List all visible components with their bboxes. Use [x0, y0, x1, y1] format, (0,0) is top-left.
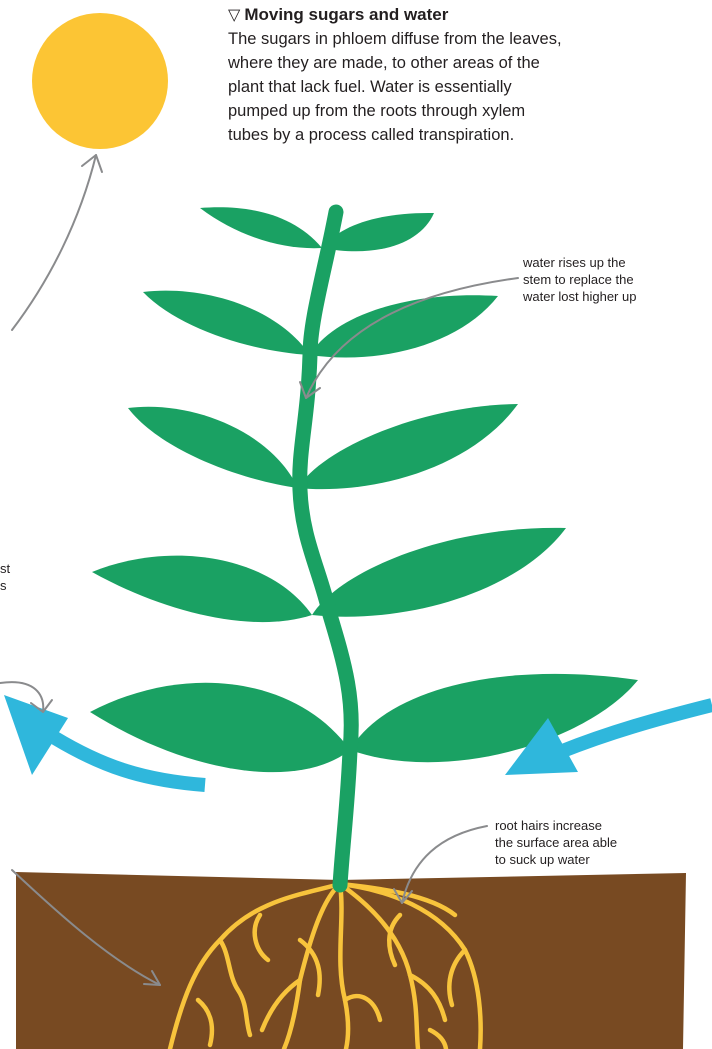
stem-label: water rises up the stem to replace the w… — [523, 254, 636, 305]
leaf — [310, 295, 498, 357]
caption-title-text: Moving sugars and water — [244, 5, 448, 24]
soil — [16, 872, 686, 1049]
caption-line: The sugars in phloem diffuse from the le… — [228, 30, 562, 48]
stem-label-line: water lost higher up — [523, 289, 636, 304]
sun — [32, 13, 168, 149]
caption-title: ▽Moving sugars and water — [228, 4, 698, 27]
leaf — [92, 556, 312, 622]
cut-off-line: s — [0, 578, 7, 593]
stem-label-line: stem to replace the — [523, 272, 634, 287]
leaf — [298, 404, 518, 489]
leaf — [350, 674, 638, 762]
leaf — [143, 291, 310, 355]
triangle-marker-icon: ▽ — [228, 7, 240, 24]
pointer-sun — [12, 155, 96, 330]
caption: ▽Moving sugars and water The sugars in p… — [228, 4, 698, 147]
stem — [300, 212, 352, 885]
root-label-line: root hairs increase — [495, 818, 602, 833]
root-label-line: the surface area able — [495, 835, 617, 850]
caption-body: The sugars in phloem diffuse from the le… — [228, 27, 698, 147]
caption-line: where they are made, to other areas of t… — [228, 54, 540, 72]
root-hairs-label: root hairs increase the surface area abl… — [495, 817, 617, 868]
cut-off-line: st — [0, 561, 10, 576]
root-label-line: to suck up water — [495, 852, 590, 867]
caption-line: pumped up from the roots through xylem — [228, 102, 525, 120]
stem-label-line: water rises up the — [523, 255, 626, 270]
caption-line: plant that lack fuel. Water is essential… — [228, 78, 512, 96]
leaf — [312, 528, 566, 617]
leaf — [128, 407, 298, 488]
caption-line: tubes by a process called transpiration. — [228, 126, 514, 144]
leaf — [90, 683, 350, 772]
cut-off-text: st s — [0, 560, 10, 594]
leaf — [200, 207, 322, 248]
